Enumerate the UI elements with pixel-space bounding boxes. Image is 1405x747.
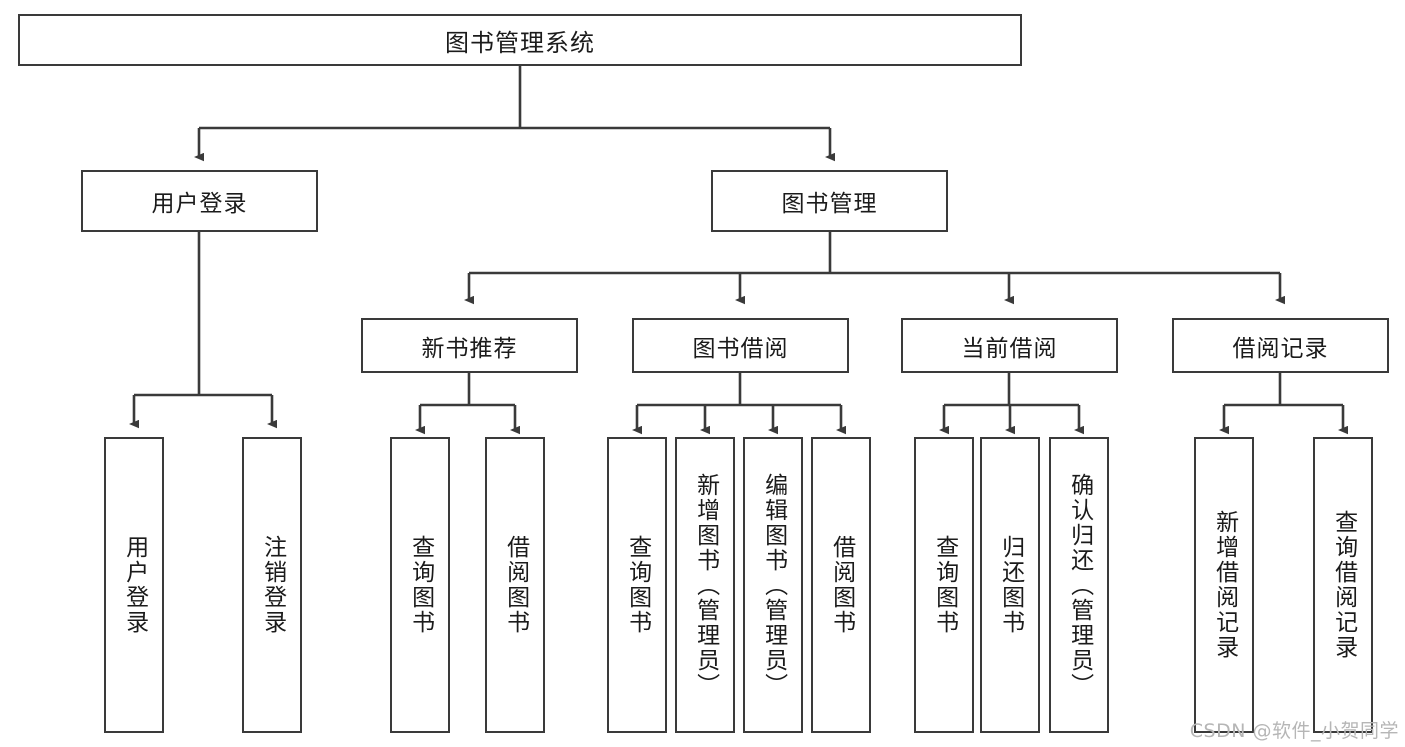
node-label: 确认归还（管理员） bbox=[1066, 472, 1093, 698]
node-leaf-query-book-current[interactable]: 查询图书 bbox=[914, 437, 974, 733]
node-label: 借阅图书 bbox=[502, 535, 529, 635]
node-leaf-edit-book-admin[interactable]: 编辑图书（管理员） bbox=[743, 437, 803, 733]
node-book-manage[interactable]: 图书管理 bbox=[711, 170, 948, 232]
node-new-book-recommend[interactable]: 新书推荐 bbox=[361, 318, 578, 373]
node-label: 用户登录 bbox=[121, 535, 148, 635]
node-label: 新增图书（管理员） bbox=[692, 472, 719, 698]
node-leaf-return-book[interactable]: 归还图书 bbox=[980, 437, 1040, 733]
node-book-borrow[interactable]: 图书借阅 bbox=[632, 318, 849, 373]
node-leaf-user-login[interactable]: 用户登录 bbox=[104, 437, 164, 733]
node-leaf-query-book-recommend[interactable]: 查询图书 bbox=[390, 437, 450, 733]
node-label: 借阅图书 bbox=[828, 535, 855, 635]
node-leaf-borrow-book[interactable]: 借阅图书 bbox=[811, 437, 871, 733]
node-label: 查询图书 bbox=[931, 535, 958, 635]
node-borrow-record[interactable]: 借阅记录 bbox=[1172, 318, 1389, 373]
node-label: 借阅记录 bbox=[1232, 335, 1329, 362]
node-label: 图书管理系统 bbox=[445, 28, 595, 57]
node-leaf-borrow-book-recommend[interactable]: 借阅图书 bbox=[485, 437, 545, 733]
node-root-book-management-system[interactable]: 图书管理系统 bbox=[18, 14, 1022, 66]
node-leaf-add-book-admin[interactable]: 新增图书（管理员） bbox=[675, 437, 735, 733]
node-current-borrow[interactable]: 当前借阅 bbox=[901, 318, 1118, 373]
node-leaf-logout-login[interactable]: 注销登录 bbox=[242, 437, 302, 733]
node-label: 查询图书 bbox=[407, 535, 434, 635]
node-label: 图书借阅 bbox=[692, 335, 789, 362]
node-label: 归还图书 bbox=[997, 535, 1024, 635]
node-leaf-confirm-return-admin[interactable]: 确认归还（管理员） bbox=[1049, 437, 1109, 733]
node-label: 当前借阅 bbox=[961, 335, 1058, 362]
node-leaf-add-borrow-record[interactable]: 新增借阅记录 bbox=[1194, 437, 1254, 733]
node-user-login[interactable]: 用户登录 bbox=[81, 170, 318, 232]
node-label: 新书推荐 bbox=[421, 335, 518, 362]
node-label: 编辑图书（管理员） bbox=[760, 472, 787, 698]
node-label: 查询图书 bbox=[624, 535, 651, 635]
node-label: 注销登录 bbox=[259, 535, 286, 635]
node-label: 图书管理 bbox=[781, 191, 878, 217]
node-label: 查询借阅记录 bbox=[1330, 510, 1357, 660]
node-leaf-query-borrow-record[interactable]: 查询借阅记录 bbox=[1313, 437, 1373, 733]
node-label: 用户登录 bbox=[151, 191, 248, 217]
node-label: 新增借阅记录 bbox=[1211, 510, 1238, 660]
node-leaf-query-book-borrow[interactable]: 查询图书 bbox=[607, 437, 667, 733]
